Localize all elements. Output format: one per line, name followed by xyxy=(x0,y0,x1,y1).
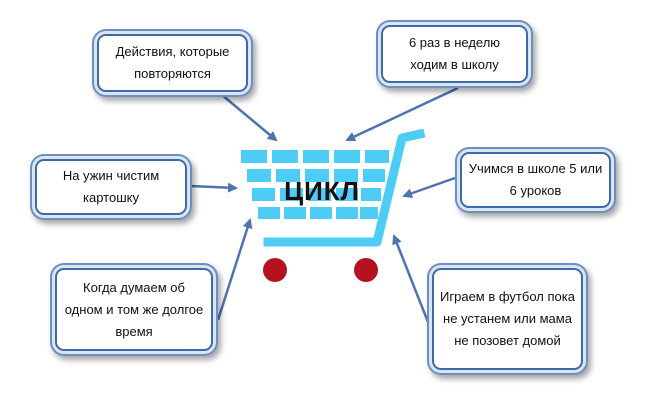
box-text: Действия, которые повторяются xyxy=(115,44,230,81)
box-text: Когда думаем об одном и том же долгое вр… xyxy=(64,279,204,339)
arrow-top-right xyxy=(345,86,459,142)
arrow-bottom-left xyxy=(216,218,253,321)
box-mid-right: Учимся в школе 5 или 6 уроков xyxy=(460,152,611,208)
arrow-mid-left xyxy=(189,182,238,193)
box-top-left: Действия, которые повторяются xyxy=(97,34,248,92)
box-text: На ужин чистим картошку xyxy=(62,168,160,205)
box-top-right: 6 раз в неделю ходим в школу xyxy=(381,25,528,83)
arrow-mid-right xyxy=(402,176,456,199)
arrow-top-left xyxy=(221,94,278,142)
center-label: ЦИКЛ xyxy=(284,176,360,206)
box-bottom-left: Когда думаем об одном и том же долгое вр… xyxy=(55,268,213,351)
shopping-cart-icon xyxy=(241,128,426,282)
box-mid-left: На ужин чистим картошку xyxy=(35,159,187,215)
box-text: 6 раз в неделю ходим в школу xyxy=(408,35,501,72)
arrow-bottom-right xyxy=(392,234,430,323)
box-text: Учимся в школе 5 или 6 уроков xyxy=(468,161,603,198)
box-text: Играем в футбол пока не устанем или мама… xyxy=(440,289,575,348)
box-bottom-right: Играем в футбол пока не устанем или мама… xyxy=(432,268,583,370)
